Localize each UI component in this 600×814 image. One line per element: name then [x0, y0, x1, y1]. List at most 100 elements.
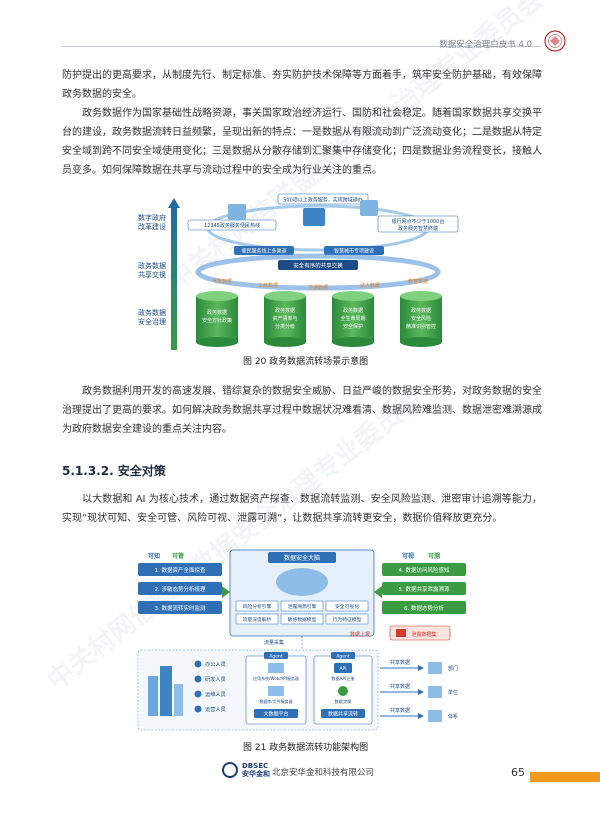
building-icon — [360, 200, 378, 216]
top-tag-text: 银行网点不少于1000台 — [392, 218, 445, 225]
share-arrow-head — [418, 665, 424, 671]
report-icon — [396, 629, 406, 637]
cylinder: 政务数据 安全风险 精准识别管控 — [400, 291, 442, 347]
right-item — [382, 601, 466, 614]
api-icon — [334, 663, 352, 673]
body-paragraph: 以大数据和 AI 为核心技术，通过数据资产探查、数据流转监测、安全风险监测、泄密… — [62, 494, 542, 524]
page-number: 65 — [511, 766, 525, 779]
agent-label: Agent — [269, 654, 283, 660]
figure-20-diagram: 数字政府 改革建设 政务数据 共享交换 政务数据 安全治理 500项以上政务服务… — [138, 193, 459, 350]
left-label: 改革建设 — [138, 222, 166, 231]
svg-text:全生命周期: 全生命周期 — [340, 315, 365, 322]
agent-tag — [264, 652, 288, 659]
share-arrow-head — [418, 713, 424, 719]
person-label: 运维人员 — [205, 690, 226, 698]
left-head: 可知 — [148, 552, 160, 560]
person-icon — [194, 690, 202, 698]
middle-ring — [195, 253, 441, 291]
header-seal-icon — [544, 30, 566, 52]
ring-item: 气象数据 — [212, 278, 232, 285]
share-label: 共享数据 — [390, 683, 410, 690]
right-item — [382, 582, 466, 595]
ring-item: 教育数据 — [408, 278, 428, 285]
svg-text:资产清单与: 资产清单与 — [272, 315, 297, 322]
platform-left-title-box — [254, 709, 298, 718]
grid-cell-text: 风险分析引擎 — [243, 603, 272, 610]
platform-left-item: 应用系统/Web/API服务器 — [253, 675, 299, 681]
left-item — [138, 601, 222, 614]
top-tag — [377, 215, 459, 233]
dest-label: 单位 — [448, 689, 458, 696]
footer-brand-cn: 安华金和 — [242, 770, 270, 778]
share-arrow-head — [418, 689, 424, 695]
ring-label-box — [278, 260, 358, 270]
grid-cell — [280, 600, 324, 612]
footer-company: 北京安华金和科技有限公司 — [272, 768, 375, 778]
left-item — [138, 563, 222, 576]
platform-right-item: 数据API注册 — [331, 675, 354, 682]
share-label: 共享数据 — [390, 659, 410, 666]
grid-cell-text: 行为特征模型 — [333, 616, 362, 623]
left-item-text: 3. 数据流转实时监测 — [155, 604, 206, 612]
body-paragraph: 政务数据作为国家基础性战略资源，事关国家政治经济运行、国防和社会稳定。随着国家数… — [62, 108, 542, 176]
exchange-icon — [338, 686, 348, 696]
left-label: 政务数据 — [138, 308, 166, 317]
grid-cell — [280, 613, 324, 625]
platform-right-title-box — [321, 709, 365, 718]
person-label: 运营人员 — [205, 705, 226, 713]
right-item-text: 4. 数据访问风险感知 — [399, 566, 450, 574]
top-tag-text: 智慧城市专项建设 — [334, 248, 374, 255]
right-head: 可溯 — [428, 552, 440, 560]
top-tag-text: 便民服务线上多渠道 — [241, 248, 286, 255]
svg-text:政务数据: 政务数据 — [411, 307, 431, 314]
grid-cell-text: 泄露溯源引擎 — [288, 603, 317, 610]
left-item — [138, 582, 222, 595]
header-title: 数据安全治理白皮书 4.0 — [439, 40, 532, 50]
left-label: 数字政府 — [138, 213, 166, 222]
svg-text:政务数据: 政务数据 — [343, 307, 363, 314]
cylinder: 政务数据 全生命周期 安全保护 — [332, 291, 374, 347]
ring-label: 安全有序的共享交换 — [293, 262, 343, 270]
brain-title: 数据安全大脑 — [284, 554, 320, 562]
platform-left-item: 数据库/文件服务器 — [259, 698, 292, 704]
left-label: 安全治理 — [138, 317, 166, 326]
right-item-text: 5. 数据共享泄露溯源 — [399, 585, 450, 593]
mid-label: 数据上报 — [350, 631, 370, 638]
top-tag — [234, 246, 294, 255]
person-label: 办公人员 — [205, 660, 226, 668]
server-icon — [268, 663, 284, 673]
person-label: 研发人员 — [205, 675, 226, 683]
ring-item: 工商数据 — [258, 282, 278, 289]
svg-text:政务数据: 政务数据 — [207, 309, 227, 316]
top-tag-text: 500项以上政务服务，实现跨域通办 — [283, 197, 363, 204]
left-arrow — [222, 586, 230, 598]
grid-cell-text: 流量深度解析 — [243, 616, 272, 623]
report-box-text: 泄露数据集 — [411, 631, 436, 638]
dest-icon — [428, 710, 442, 722]
svg-text:安全风险: 安全风险 — [411, 315, 431, 322]
right-item-text: 6. 数据态势分析 — [404, 604, 444, 612]
building-icon — [303, 208, 325, 226]
platform-right-title: 数据共享流转 — [328, 711, 358, 718]
left-head: 可管 — [172, 552, 184, 560]
person-icon — [194, 660, 202, 668]
left-item-text: 2. 涉敏态势分析梳理 — [155, 585, 206, 593]
section-title: 5.1.3.2. 安全对策 — [62, 464, 166, 478]
agent-label: Agent — [336, 654, 350, 660]
footer-logo: DBSEC 安华金和 — [222, 762, 270, 778]
dest-label: 体系 — [448, 713, 458, 720]
db-icon — [268, 686, 284, 696]
right-arrow — [374, 586, 382, 598]
dest-icon — [428, 686, 442, 698]
left-item-text: 1. 数据资产全面探查 — [155, 566, 206, 574]
vertical-arrow — [168, 198, 180, 350]
person-icon — [194, 675, 202, 683]
grid-cell — [325, 613, 369, 625]
grid-cell — [325, 600, 369, 612]
platform-right-item: 数据交换 — [335, 698, 353, 705]
city-icon — [148, 666, 183, 716]
building-icon — [228, 204, 246, 220]
figure-21-diagram: 数据安全大脑 风险分析引擎 泄露溯源引擎 安全可视化 流量深度解析 敏感数据模型… — [137, 549, 466, 731]
svg-text:安全保护: 安全保护 — [343, 323, 363, 330]
svg-text:精准识别管控: 精准识别管控 — [406, 323, 436, 330]
